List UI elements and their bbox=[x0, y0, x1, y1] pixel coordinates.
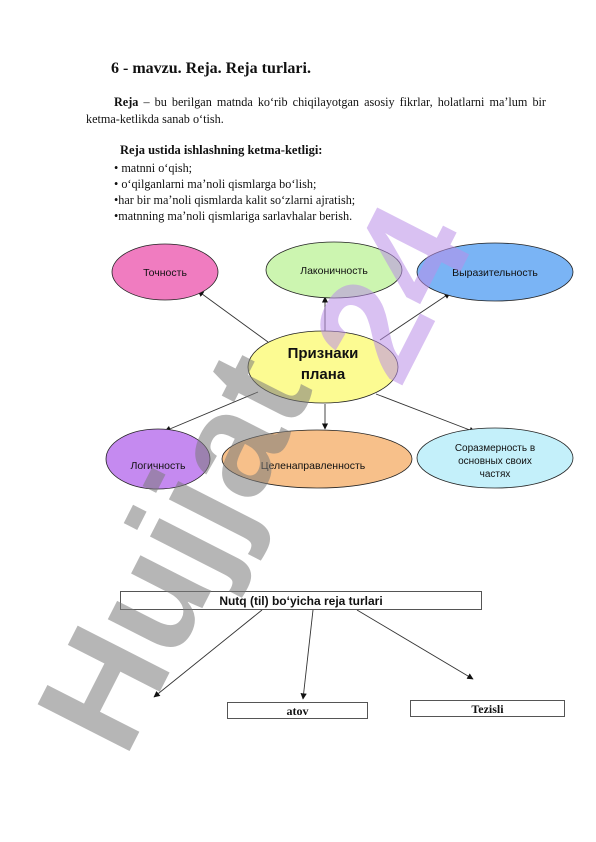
type-arrow bbox=[356, 609, 474, 680]
node-tselenapravlennost bbox=[221, 429, 413, 489]
node-tselenapravlennost-label: Целенаправленность bbox=[261, 460, 366, 472]
definition-text: – bu berilgan matnda ko‘rib chiqilayotga… bbox=[86, 95, 546, 126]
definition-paragraph: Reja – bu berilgan matnda ko‘rib chiqila… bbox=[86, 94, 546, 128]
node-tochnost-label: Точность bbox=[143, 267, 187, 279]
node-lakonichnost bbox=[265, 241, 403, 299]
step-item: • o‘qilganlarni ma’noli qismlarga bo‘lis… bbox=[114, 177, 317, 191]
connector-arrow bbox=[375, 393, 476, 433]
reja-type-box-tezisli: Tezisli bbox=[410, 700, 565, 717]
node-center bbox=[247, 330, 399, 404]
type-arrow bbox=[300, 609, 314, 700]
node-vyrazitelnost bbox=[416, 242, 574, 302]
node-logichnost-label: Логичность bbox=[130, 460, 186, 472]
reja-type-box-atov: atov bbox=[227, 702, 368, 719]
node-lakonichnost-label: Лаконичность bbox=[300, 265, 368, 277]
node-sorazmernost-label-2: основных своих bbox=[458, 456, 532, 467]
node-sorazmernost bbox=[416, 427, 574, 489]
connector-arrow bbox=[197, 290, 269, 343]
node-center-label-2: плана bbox=[301, 366, 346, 383]
type-arrow bbox=[153, 609, 263, 698]
steps-heading: Reja ustida ishlashning ketma-ketligi: bbox=[120, 143, 323, 157]
step-item: • matnni o‘qish; bbox=[114, 161, 193, 175]
node-sorazmernost-label-3: частях bbox=[480, 469, 511, 480]
node-vyrazitelnost-label: Выразительность bbox=[452, 267, 538, 279]
reja-types-header: Nutq (til) bo‘yicha reja turlari bbox=[120, 591, 482, 610]
connector-arrow bbox=[164, 391, 259, 432]
connector-arrow bbox=[379, 292, 451, 341]
page-title: 6 - mavzu. Reja. Reja turlari. bbox=[111, 60, 311, 77]
node-logichnost bbox=[105, 428, 211, 490]
node-tochnost bbox=[111, 243, 219, 301]
step-item: •har bir ma’noli qismlarda kalit so‘zlar… bbox=[114, 193, 356, 207]
step-item: •matnning ma’noli qismlariga sarlavhalar… bbox=[114, 209, 353, 223]
node-center-label-1: Признаки bbox=[288, 345, 359, 362]
definition-term: Reja bbox=[114, 95, 139, 109]
steps-list: • matnni o‘qish; • o‘qilganlarni ma’noli… bbox=[114, 160, 355, 224]
node-sorazmernost-label-1: Соразмерность в bbox=[455, 443, 535, 454]
